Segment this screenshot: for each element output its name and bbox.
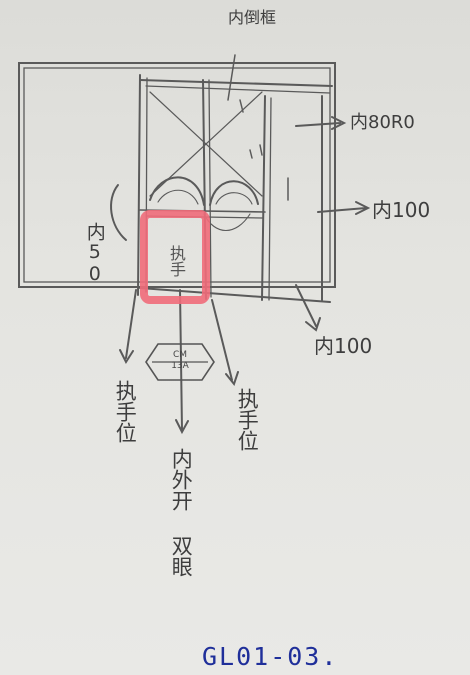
leader-arrow-top — [295, 116, 347, 130]
label-right-mid: 内100 — [372, 198, 431, 222]
leader-left — [110, 184, 127, 241]
handle-badge-outline — [145, 343, 215, 381]
badge-line2: 13A — [171, 361, 189, 371]
label-right-top: 内80R0 — [350, 112, 415, 133]
handle-mark-text: 执手 — [167, 245, 186, 277]
outer-frame — [18, 62, 336, 288]
sheet-code: GL01-03. — [202, 642, 339, 671]
badge-line1: CM — [172, 350, 188, 361]
note-left-column: 执手位 — [113, 380, 138, 443]
mullion-right-b — [268, 97, 272, 301]
label-left: 内50 — [83, 222, 106, 285]
label-top: 内倒框 — [228, 8, 277, 27]
handle-highlight — [140, 210, 210, 304]
leader-center-down — [175, 289, 189, 435]
note-right-column: 执手位 — [235, 388, 260, 451]
sash-bottom-rail — [139, 287, 331, 303]
note-center-column: 内外开 双眼 — [169, 448, 194, 577]
hinge-bulge-right — [209, 180, 259, 206]
handle-mark: 执手 — [152, 236, 200, 286]
hinge-bulge-left — [149, 176, 205, 206]
sash-top-rail — [139, 79, 333, 87]
outer-frame-inner — [23, 67, 331, 283]
mullion-right — [261, 95, 266, 301]
handle-badge: CM 13A — [152, 340, 208, 382]
leader-arrow-bottom — [295, 284, 321, 332]
leader-right-down — [211, 299, 239, 387]
mullion-left — [137, 74, 141, 296]
label-right-bottom: 内100 — [314, 334, 373, 358]
leader-left-down — [119, 289, 137, 365]
mullion-center-b — [208, 79, 212, 298]
leader-arrow-mid — [317, 201, 371, 215]
